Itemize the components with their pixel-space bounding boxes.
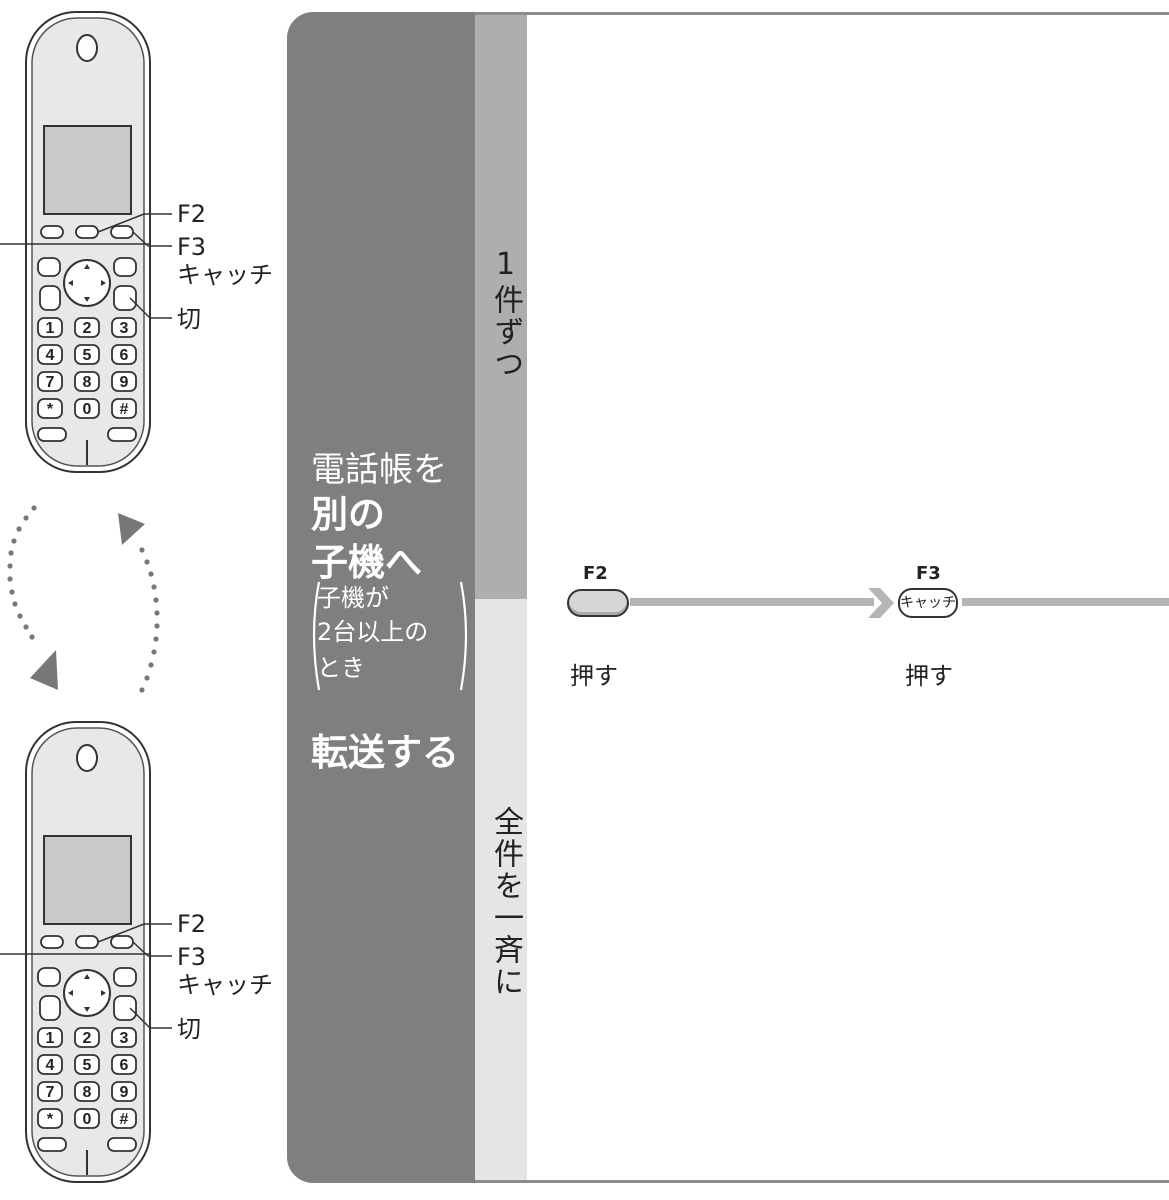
callout-f2: F2	[177, 200, 207, 228]
step-2-key-label: F3	[916, 563, 941, 584]
keypad-key-0: 1	[46, 1030, 55, 1047]
heading-line-4: 転送する	[311, 731, 459, 774]
callout-f2: F2	[177, 910, 207, 938]
handset-top: 1 2 3 4 5 6 7 8 9 * 0 # F2 F3 キャッチ 切	[0, 10, 300, 490]
note-line-3: とき	[317, 654, 365, 682]
keypad-key-5: 6	[120, 347, 129, 364]
keypad-key-3: 4	[46, 347, 55, 364]
transfer-arrows	[7, 505, 160, 693]
panel-sidebar: 電話帳を 別の 子機へ 子機が 2台以上の とき 転送する	[287, 12, 475, 1183]
keypad-key-7: 8	[83, 374, 92, 391]
keypad-key-6: 7	[46, 1084, 55, 1101]
flow-line-2	[962, 598, 1169, 606]
keypad-key-1: 2	[83, 320, 92, 337]
handset-illustration: 1 2 3 4 5 6 7 8 9 * 0 #	[0, 11, 172, 473]
keypad-key-3: 4	[46, 1057, 55, 1074]
heading-line-1: 電話帳を	[311, 450, 447, 490]
flow-line-1	[630, 598, 874, 606]
keypad-key-10: 0	[83, 401, 92, 418]
keypad-key-8: 9	[120, 374, 129, 391]
tab-all-at-once-label: 全件を一斉に	[488, 806, 523, 998]
keypad-key-1: 2	[83, 1030, 92, 1047]
arrow-up-icon	[118, 513, 145, 545]
callout-off: 切	[177, 1015, 201, 1043]
keypad-key-4: 5	[83, 347, 92, 364]
arrow-right-icon	[868, 588, 894, 618]
tab-one-by-one[interactable]: 1件ずつ	[475, 12, 527, 599]
keypad-key-4: 5	[83, 1057, 92, 1074]
step-2-caption: 押す	[905, 662, 953, 690]
handset-illustration: 1 2 3 4 5 6 7 8 9 * 0 #	[0, 721, 172, 1183]
keypad-key-2: 3	[120, 1030, 129, 1047]
callout-off: 切	[177, 305, 201, 333]
top-rule	[475, 12, 1169, 15]
keypad-key-11: #	[120, 401, 129, 418]
step-1-caption: 押す	[570, 662, 618, 690]
note-brackets	[312, 581, 468, 691]
arrow-down-icon	[30, 650, 58, 690]
keypad-key-7: 8	[83, 1084, 92, 1101]
callout-catch: キャッチ	[177, 261, 273, 289]
f2-key-button[interactable]	[567, 589, 629, 617]
callout-catch: キャッチ	[177, 971, 273, 999]
keypad-key-11: #	[120, 1111, 129, 1128]
tab-one-by-one-label: 1件ずつ	[488, 247, 523, 380]
keypad-key-2: 3	[120, 320, 129, 337]
keypad-key-9: *	[47, 1111, 54, 1128]
catch-key-button[interactable]: キャッチ	[898, 588, 958, 618]
note-line-1: 子機が	[317, 584, 389, 612]
instruction-panel: 電話帳を 別の 子機へ 子機が 2台以上の とき 転送する 1件ずつ 全件を一斉…	[287, 12, 1169, 1183]
tab-all-at-once[interactable]: 全件を一斉に	[475, 599, 527, 1183]
keypad-key-6: 7	[46, 374, 55, 391]
keypad-key-10: 0	[83, 1111, 92, 1128]
keypad-key-9: *	[47, 401, 54, 418]
keypad-key-5: 6	[120, 1057, 129, 1074]
keypad-key-8: 9	[120, 1084, 129, 1101]
callout-f3: F3	[177, 233, 207, 261]
note-line-2: 2台以上の	[317, 618, 429, 646]
bottom-rule	[475, 1180, 1169, 1183]
handset-bottom: 1 2 3 4 5 6 7 8 9 * 0 # F2 F3 キャッチ 切	[0, 720, 300, 1200]
callout-f3: F3	[177, 943, 207, 971]
keypad-key-0: 1	[46, 320, 55, 337]
step-1-key-label: F2	[583, 563, 608, 584]
heading-line-3: 子機へ	[311, 541, 422, 584]
heading-line-2: 別の	[311, 493, 385, 536]
